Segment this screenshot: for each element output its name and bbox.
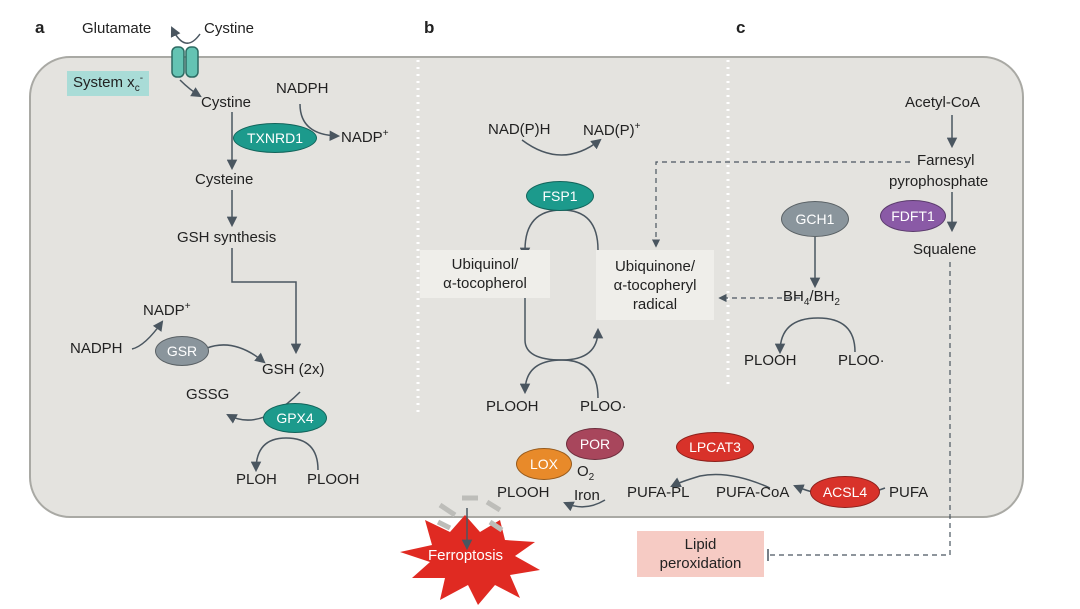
gsr-enzyme: GSR <box>155 336 209 366</box>
ploh-label: PLOH <box>236 471 277 488</box>
system-xc-label: System xc- <box>67 71 150 96</box>
plooh-a-label: PLOOH <box>307 471 360 488</box>
plooh-b-label: PLOOH <box>486 398 539 415</box>
plooh-bottom-label: PLOOH <box>497 484 550 501</box>
nadph2-label: NADPH <box>70 340 123 357</box>
pufa-coa-label: PUFA-CoA <box>716 484 790 501</box>
cystine-out-label: Cystine <box>204 20 255 37</box>
cystine-in-label: Cystine <box>201 94 252 111</box>
ploo-b-label: PLOO· <box>580 398 627 415</box>
nadph-label: NADPH <box>276 80 329 97</box>
por-enzyme: POR <box>566 428 624 460</box>
gsh-synthesis-label: GSH synthesis <box>177 229 277 246</box>
fsp1-enzyme: FSP1 <box>526 181 594 211</box>
acsl4-enzyme: ACSL4 <box>810 476 880 508</box>
txnrd1-enzyme: TXNRD1 <box>233 123 317 153</box>
nadp2-label: NADP+ <box>143 301 191 319</box>
ploo-c-label: PLOO· <box>838 352 885 369</box>
ferroptosis-label: Ferroptosis <box>428 547 504 564</box>
burst-dashes <box>436 495 504 533</box>
plooh-c-label: PLOOH <box>744 352 797 369</box>
pufa-label: PUFA <box>889 484 929 501</box>
lox-enzyme: LOX <box>516 448 572 480</box>
nadp-label: NADP+ <box>341 128 389 146</box>
acetyl-coa-label: Acetyl-CoA <box>905 94 981 111</box>
lpcat3-enzyme: LPCAT3 <box>676 432 754 462</box>
farnesyl-label: Farnesyl <box>917 152 975 169</box>
iron-label: Iron <box>574 487 600 504</box>
pyrophosphate-label: pyrophosphate <box>889 173 989 190</box>
gpx4-enzyme: GPX4 <box>263 403 327 433</box>
gch1-enzyme: GCH1 <box>781 201 849 237</box>
gsh2x-label: GSH (2x) <box>262 361 325 378</box>
fdft1-enzyme: FDFT1 <box>880 200 946 232</box>
ubiquinol-box: Ubiquinol/α-tocopherol <box>420 250 550 298</box>
cysteine-label: Cysteine <box>195 171 254 188</box>
panel-letter-b: b <box>424 18 435 37</box>
glutamate-label: Glutamate <box>82 20 152 37</box>
transporter-icon <box>171 46 199 78</box>
nadp-b-label: NAD(P)+ <box>583 121 641 139</box>
o2-label: O2 <box>577 463 595 483</box>
bh4-bh2-label: BH4/BH2 <box>783 288 840 308</box>
ferroptosis-burst <box>400 515 540 605</box>
nadph-b-label: NAD(P)H <box>488 121 551 138</box>
panel-letter-c: c <box>736 18 746 37</box>
squalene-label: Squalene <box>913 241 977 258</box>
panel-letter-a: a <box>35 18 45 37</box>
gssg-label: GSSG <box>186 386 230 403</box>
pufa-pl-label: PUFA-PL <box>627 484 690 501</box>
